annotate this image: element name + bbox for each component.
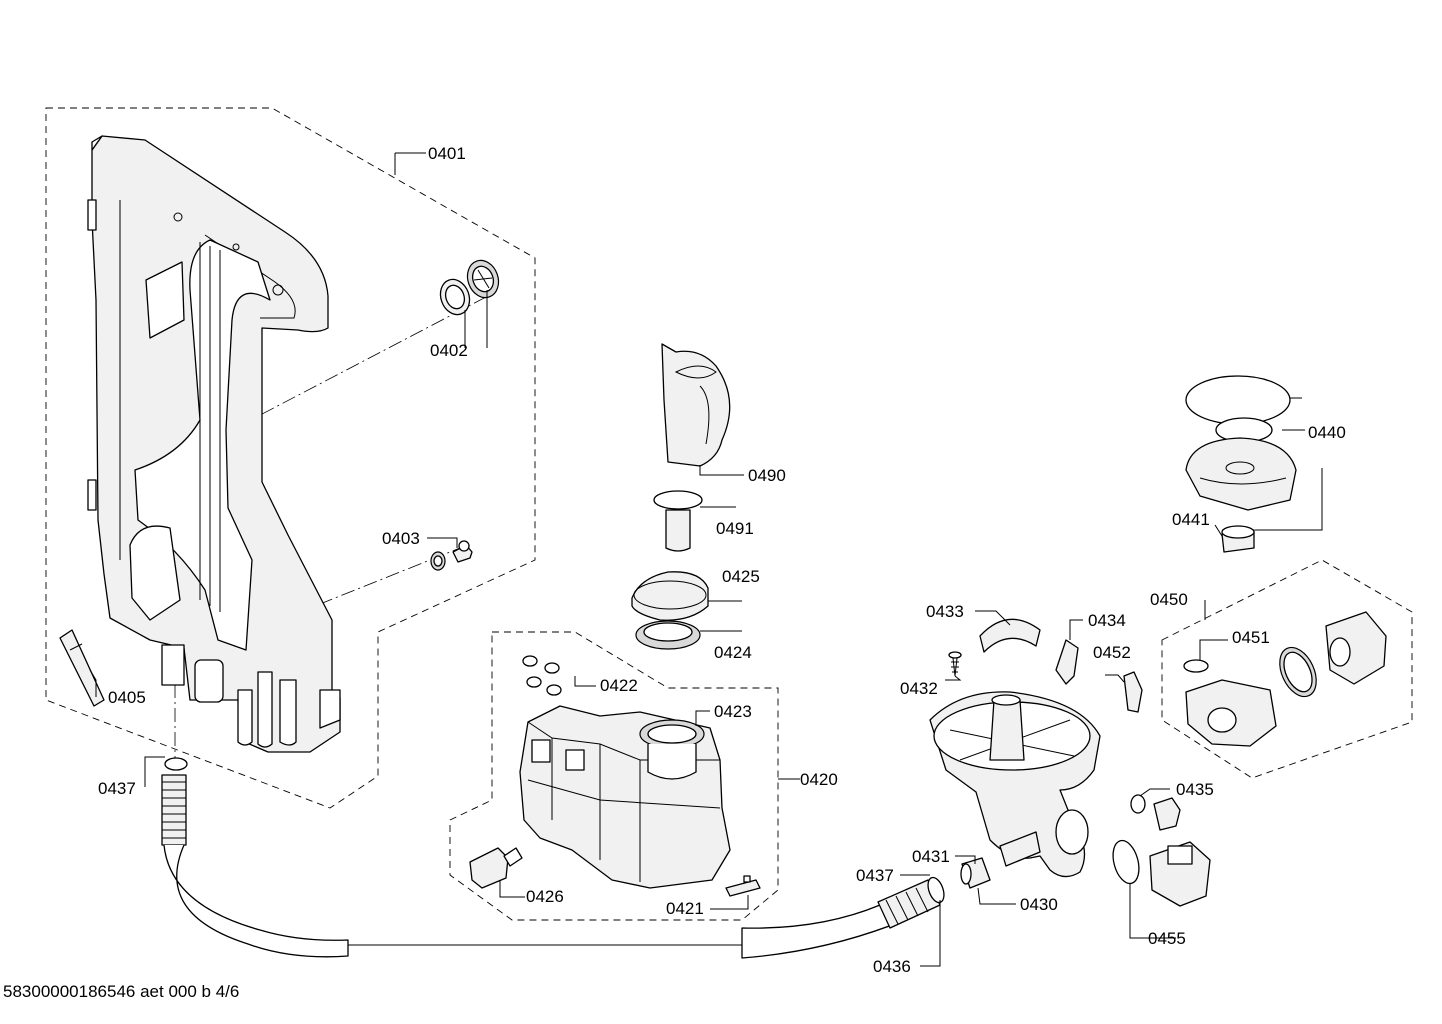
part-0421-clip	[725, 875, 761, 897]
part-0430-sump	[929, 691, 1101, 878]
part-0434-clip	[1055, 639, 1079, 685]
label-0425: 0425	[722, 567, 760, 586]
label-0433: 0433	[926, 602, 964, 621]
label-0437-right: 0437	[856, 866, 894, 885]
label-0432: 0432	[900, 679, 938, 698]
label-0435: 0435	[1176, 780, 1214, 799]
label-0423: 0423	[714, 702, 752, 721]
part-0490-funnel	[661, 343, 731, 467]
label-0403: 0403	[382, 529, 420, 548]
part-0420-softener	[519, 705, 731, 889]
label-0491: 0491	[716, 519, 754, 538]
part-0401-water-pocket	[87, 135, 341, 753]
part-0424-ring	[635, 620, 701, 650]
part-0432-screw	[948, 651, 962, 677]
part-0433-seal	[979, 618, 1041, 653]
label-0431: 0431	[912, 847, 950, 866]
part-0440-housing	[1185, 375, 1297, 511]
label-0420: 0420	[800, 770, 838, 789]
label-0434: 0434	[1088, 611, 1126, 630]
part-0405-clip	[59, 629, 105, 707]
label-0451: 0451	[1232, 628, 1270, 647]
assembly-line-0402	[154, 295, 489, 471]
label-0422: 0422	[600, 676, 638, 695]
label-0402: 0402	[430, 341, 468, 360]
label-0490: 0490	[748, 466, 786, 485]
part-0425-cap	[631, 571, 709, 621]
part-0403-fitting	[430, 540, 473, 571]
part-0437-hose	[161, 757, 945, 959]
part-0450-pump	[1185, 611, 1387, 747]
part-0452-holder	[1123, 671, 1143, 713]
part-0402-seal-and-cap	[439, 259, 500, 316]
group-outline-0401	[45, 107, 536, 809]
label-0424: 0424	[714, 643, 752, 662]
label-0455: 0455	[1148, 929, 1186, 948]
part-0426-valve	[469, 847, 523, 889]
label-0405: 0405	[108, 688, 146, 707]
label-0437-left: 0437	[98, 779, 136, 798]
part-0491-insert	[653, 490, 703, 552]
assembly-line-0403	[229, 547, 461, 641]
label-0430: 0430	[1020, 895, 1058, 914]
label-0401: 0401	[428, 144, 466, 163]
leader-lines	[89, 152, 1323, 967]
label-0441: 0441	[1172, 510, 1210, 529]
part-0435-valve	[1130, 794, 1181, 831]
label-0421: 0421	[666, 899, 704, 918]
part-0451-clamp	[1183, 659, 1209, 673]
label-0452: 0452	[1093, 643, 1131, 662]
label-0440: 0440	[1308, 423, 1346, 442]
part-0441-sensor	[1221, 525, 1255, 553]
label-0426: 0426	[526, 887, 564, 906]
label-0436: 0436	[873, 957, 911, 976]
document-reference-footer: 58300000186546 aet 000 b 4/6	[3, 982, 239, 1001]
part-0455-drain-pump	[1112, 839, 1211, 907]
label-0450: 0450	[1150, 590, 1188, 609]
part-0422-plugs	[522, 655, 562, 696]
group-outline-0420	[449, 631, 779, 921]
